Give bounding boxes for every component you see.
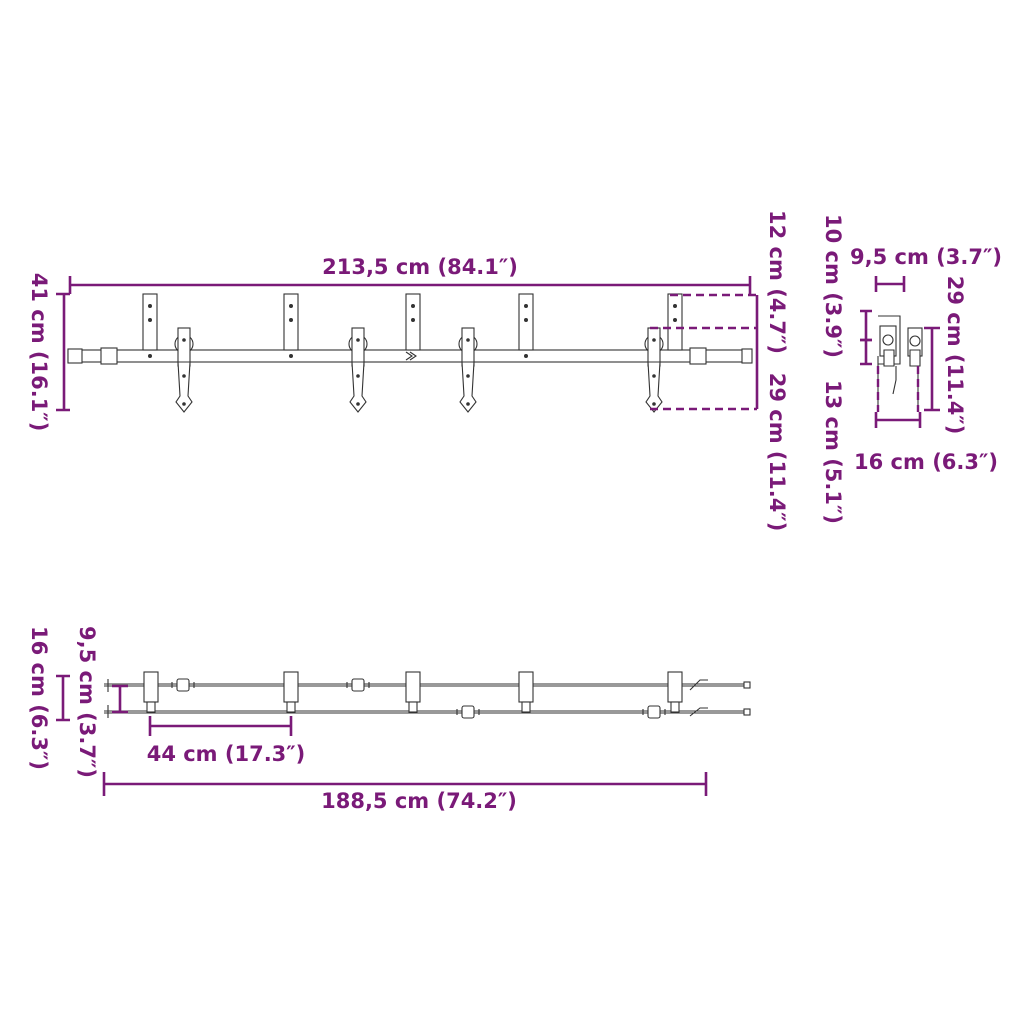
side-lower-height-line — [860, 338, 872, 366]
side-right-height-line — [924, 326, 940, 412]
width-dimension-line — [68, 276, 752, 294]
rail-joint — [405, 351, 417, 361]
front-top-offset-label: 12 cm (4.7″) — [765, 210, 789, 354]
top-inner-depth-label: 9,5 cm (3.7″) — [75, 626, 99, 778]
top-bracket — [283, 671, 299, 713]
side-lower-height-label: 13 cm (5.1″) — [821, 380, 845, 524]
door-hanger — [348, 327, 368, 413]
front-rail — [67, 347, 753, 365]
top-outer-depth-label: 16 cm (6.3″) — [27, 626, 51, 770]
wall-bracket — [142, 293, 158, 358]
top-rollers — [171, 678, 666, 719]
wall-bracket — [518, 293, 534, 358]
front-dimension-lines — [56, 276, 759, 412]
side-right-height-label: 29 cm (11.4″) — [943, 276, 967, 435]
side-bracket — [877, 315, 923, 410]
top-outer-depth-line — [56, 674, 70, 722]
side-dimension-lines — [860, 276, 940, 428]
rail-end-cap-right — [741, 348, 753, 364]
side-upper-height-label: 10 cm (3.9″) — [821, 214, 845, 358]
front-view: 213,5 cm (84.1″) 41 cm (16.1″) 12 cm (4.… — [27, 210, 789, 531]
top-bracket — [405, 671, 421, 713]
top-roller — [171, 678, 195, 692]
top-rails — [104, 679, 751, 718]
rail-stopper-right — [689, 347, 707, 365]
top-rail-upper — [104, 683, 750, 687]
rail-end-cap-left — [67, 348, 83, 364]
top-bracket-spacing-line — [148, 716, 293, 736]
top-bracket — [518, 671, 534, 713]
wall-bracket — [667, 293, 683, 351]
side-top-width-line — [874, 276, 906, 292]
door-hanger — [458, 327, 478, 413]
top-bracket — [143, 671, 159, 713]
height-dimension-line — [56, 292, 70, 412]
side-reference-dashes — [876, 366, 920, 412]
top-roller — [456, 705, 480, 719]
top-roller — [346, 678, 370, 692]
top-brackets — [143, 671, 683, 713]
side-top-width-label: 9,5 cm (3.7″) — [850, 245, 1002, 269]
top-inner-depth-line — [112, 684, 128, 714]
front-hanger-height-label: 29 cm (11.4″) — [765, 373, 789, 532]
wall-bracket — [405, 293, 421, 351]
top-dimension-lines — [56, 674, 708, 796]
top-bracket-spacing-label: 44 cm (17.3″) — [147, 742, 306, 766]
front-height-label: 41 cm (16.1″) — [27, 273, 51, 432]
top-bracket — [667, 671, 683, 713]
top-rail-lower — [104, 710, 750, 714]
reference-dashes — [650, 293, 757, 411]
rail-stopper-left — [100, 347, 118, 365]
top-roller — [642, 705, 666, 719]
top-rail-length-label: 188,5 cm (74.2″) — [321, 789, 517, 813]
wall-brackets — [142, 293, 683, 358]
side-view: 9,5 cm (3.7″) 10 cm (3.9″) 13 cm (5.1″) … — [821, 214, 1002, 524]
top-rail-length-line — [102, 772, 708, 796]
door-hanger — [174, 327, 194, 413]
front-width-label: 213,5 cm (84.1″) — [322, 255, 518, 279]
door-hangers — [174, 327, 664, 413]
wall-bracket — [283, 293, 299, 358]
side-bottom-width-label: 16 cm (6.3″) — [854, 450, 998, 474]
top-view: 16 cm (6.3″) 9,5 cm (3.7″) 44 cm (17.3″)… — [27, 626, 751, 813]
side-upper-height-line — [860, 309, 872, 342]
side-bottom-width-line — [874, 412, 922, 428]
door-hanger — [644, 327, 664, 413]
